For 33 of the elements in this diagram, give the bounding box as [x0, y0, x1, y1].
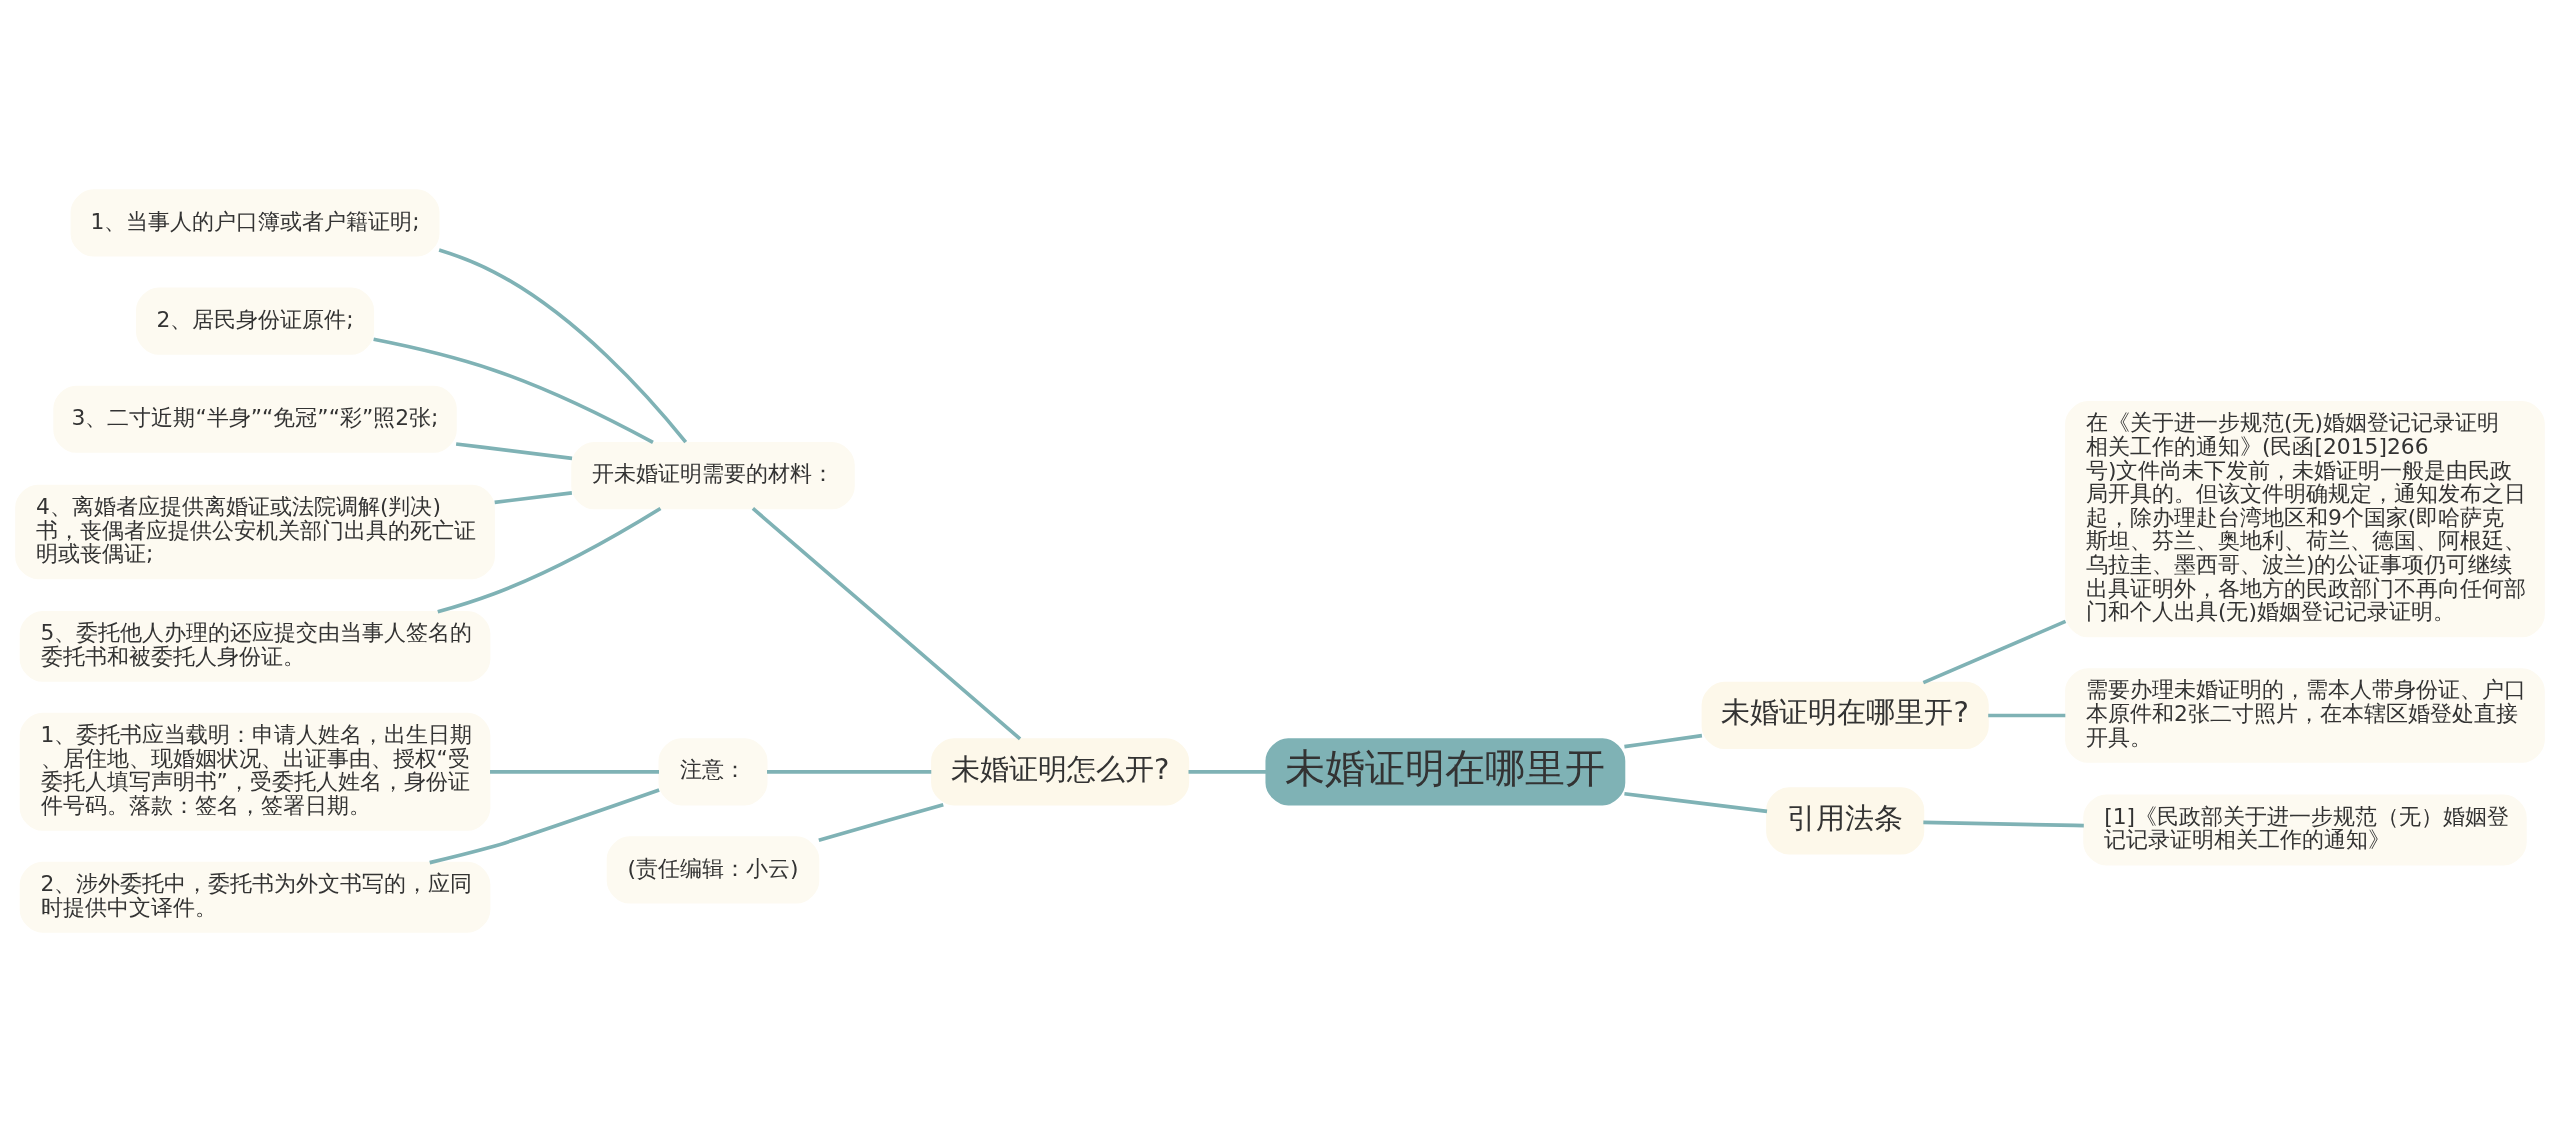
- node-box: 引用法条: [1766, 786, 1925, 854]
- connector: [455, 441, 573, 460]
- node-box: 1、委托书应当载明：申请人姓名，出生日期、居住地、现婚姻状况、出证事由、授权“受委托人填写声明书”，受委托人姓名，身份证件号码。落款：签名，签署日期。: [19, 712, 491, 831]
- node-box: 未婚证明在哪里开?: [1701, 681, 1989, 749]
- connector: [1624, 791, 1768, 813]
- connector: [751, 506, 1022, 740]
- node-box: 未婚证明在哪里开: [1265, 737, 1626, 805]
- node-box: (责任编辑：小云): [606, 835, 820, 904]
- connector: [437, 506, 662, 614]
- node-box: 未婚证明怎么开?: [931, 737, 1190, 805]
- node-box: 注意：: [658, 737, 768, 805]
- node-box: [1]《民政部关于进一步规范（无）婚姻登记记录证明相关工作的通知》: [2083, 794, 2527, 865]
- connector: [767, 769, 932, 774]
- connector: [429, 787, 660, 864]
- node-box: 需要办理未婚证明的，需本人带身份证、户口本原件和2张二寸照片，在本辖区婚登处直接开具。: [2065, 667, 2545, 763]
- node-box: 2、涉外委托中，委托书为外文书写的，应同时提供中文译件。: [19, 861, 491, 933]
- node-box: 5、委托他人办理的还应提交由当事人签名的委托书和被委托人身份证。: [19, 610, 491, 682]
- node-box: 2、居民身份证原件;: [136, 287, 375, 355]
- connector: [490, 769, 659, 774]
- node-box: 4、离婚者应提供离婚证或法院调解(判决)书，丧偶者应提供公安机关部门出具的死亡证明或丧偶证;: [15, 484, 495, 579]
- connector: [373, 337, 654, 444]
- connector: [1922, 619, 2067, 684]
- connector: [438, 247, 688, 443]
- node-box: 3、二寸近期“半身”“免冠”“彩”照2张;: [53, 385, 457, 453]
- connector: [1988, 713, 2066, 717]
- node-box: 1、当事人的户口簿或者户籍证明;: [70, 188, 440, 257]
- node-box: 开未婚证明需要的材料：: [571, 441, 855, 509]
- connector: [1624, 733, 1703, 748]
- connector: [494, 490, 573, 504]
- connector: [818, 802, 944, 842]
- connector: [1923, 820, 2084, 827]
- node-box: 在《关于进一步规范(无)婚姻登记记录证明相关工作的通知》(民函[2015]266号)文件尚未下发前，未婚证明一般是由民政局开具的。但该文件明确规定，通知发布之日起，除办理赴台湾地区和9个国家(即哈萨克斯坦、芬兰、奥地利、荷兰、德国、阿根廷、乌拉圭、墨西哥、波兰)的公证事项仍可继续出具证明外，各地方的民政部门不再向任何部门和个人出具(无)婚姻登记记录证明。: [2065, 400, 2545, 637]
- connector: [1188, 769, 1267, 774]
